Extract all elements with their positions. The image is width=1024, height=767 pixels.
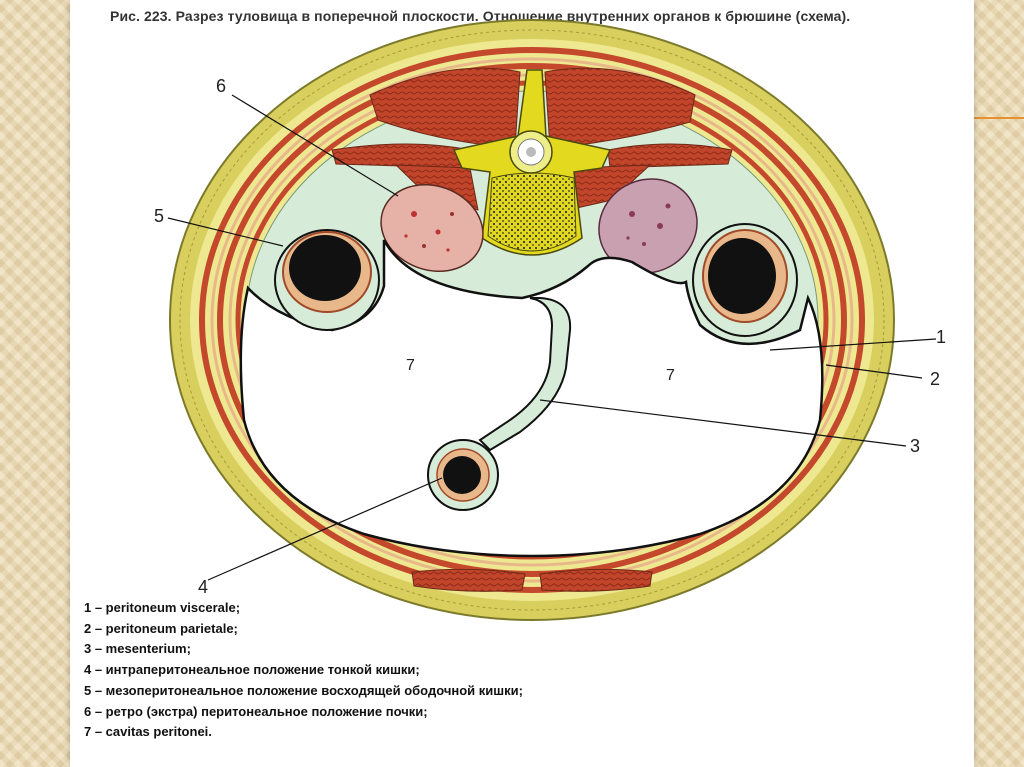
callout-3: 3 <box>910 436 920 456</box>
callout-7-right: 7 <box>666 367 675 384</box>
callout-7-left: 7 <box>406 357 415 374</box>
figure-caption: Рис. 223. Разрез туловища в поперечной п… <box>110 8 851 24</box>
trunk-cross-section-diagram: 1 2 3 4 5 6 7 7 <box>154 19 946 621</box>
legend-item-2: 2 – peritoneum parietale; <box>84 620 238 636</box>
callout-1: 1 <box>936 327 946 347</box>
legend-item-3: 3 – mesenterium; <box>84 641 191 657</box>
legend-item-6: 6 – ретро (экстра) перитонеальное положе… <box>84 703 428 719</box>
legend-item-7: 7 – cavitas peritonei. <box>84 724 212 740</box>
callout-2: 2 <box>930 369 940 389</box>
back-muscles <box>331 67 733 211</box>
peritoneal-cavity <box>239 239 824 558</box>
right-decorative-border <box>974 0 1024 767</box>
figure-legend: 1 – peritoneum viscerale; 2 – peritoneum… <box>84 598 523 743</box>
ascending-colon <box>274 229 380 331</box>
legend-item-4: 4 – интраперитонеальное положение тонкой… <box>84 662 420 678</box>
descending-colon <box>692 223 798 337</box>
orange-accent-line <box>974 117 1024 119</box>
small-intestine <box>427 439 499 511</box>
right-kidney <box>598 178 698 274</box>
left-kidney <box>380 183 484 273</box>
callout-6: 6 <box>216 76 226 96</box>
anterior-muscles <box>411 568 653 592</box>
leader-lines <box>167 94 937 581</box>
left-decorative-border <box>0 0 70 767</box>
legend-item-1: 1 – peritoneum viscerale; <box>84 600 241 615</box>
callout-4: 4 <box>198 577 208 597</box>
vertebra <box>452 69 612 256</box>
legend-item-5: 5 – мезоперитонеальное положение восходя… <box>84 682 523 698</box>
mesentery <box>478 297 572 452</box>
callout-5: 5 <box>154 206 164 226</box>
